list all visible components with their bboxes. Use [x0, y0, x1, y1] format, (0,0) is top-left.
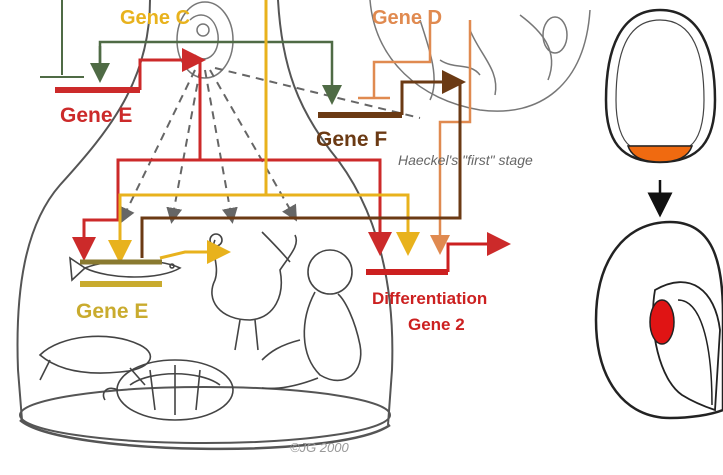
embryo-egg-icon: [596, 222, 723, 418]
differentiation-label-line2: Gene 2: [408, 315, 465, 334]
gene-e-top-label: Gene E: [60, 104, 132, 127]
gene-e-bottom-label: Gene E: [76, 300, 148, 323]
gene-f-label: Gene F: [316, 128, 387, 151]
blastula-egg-icon: [606, 10, 715, 162]
gene-d-label: Gene D: [372, 7, 442, 29]
haeckel-caption: Haeckel's "first" stage: [398, 152, 533, 168]
signature: ©JG 2000: [290, 440, 349, 455]
differentiation-label-line1: Differentiation: [372, 289, 487, 308]
gene-c-label: Gene C: [120, 7, 190, 29]
